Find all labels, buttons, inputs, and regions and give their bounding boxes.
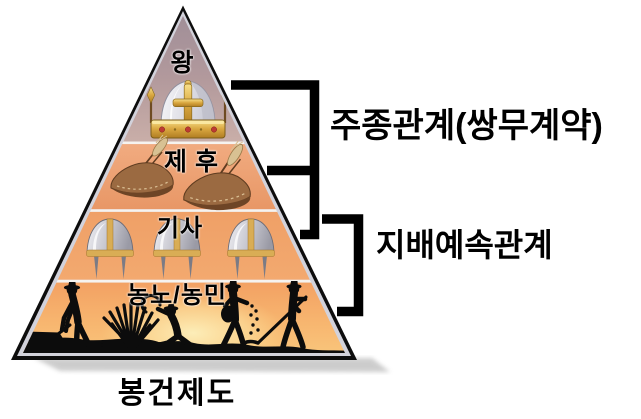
pyramid-bands <box>23 16 345 353</box>
knights-level-label: 기사 <box>156 215 204 242</box>
serfs-level-label: 농노/농민 <box>127 282 227 309</box>
farmer-plowing-silhouette <box>59 282 93 351</box>
knight-helmet-icon-1 <box>86 218 134 279</box>
lord-vassal-bracket <box>231 80 320 240</box>
lords-level-label: 제후 <box>163 148 226 176</box>
pyramid-shadow <box>34 358 390 372</box>
farmer-mowing-silhouette <box>242 281 308 350</box>
farmer-reaping-silhouette <box>140 294 195 349</box>
knight-helmet-icon-2 <box>153 218 201 279</box>
peasants-icon <box>23 281 345 353</box>
king-level-label: 왕 <box>170 49 194 77</box>
wheat-sheaf-silhouette <box>100 301 162 352</box>
band-divider <box>23 209 345 212</box>
lord-hat-icon-left <box>110 134 174 198</box>
lord-hat-icon-right <box>183 140 251 211</box>
relation-label-domination: 지배예속관계 <box>376 227 553 263</box>
band-divider <box>23 279 345 283</box>
band-divider <box>23 141 345 145</box>
diagram-title: 봉건제도 <box>117 377 237 410</box>
relation-label-lord-vassal: 주종관계(쌍무계약) <box>330 107 603 145</box>
lords-band <box>23 144 345 210</box>
knight-helmet-icon-3 <box>227 218 275 279</box>
ground-silhouette <box>23 337 345 353</box>
domination-bracket <box>322 214 364 317</box>
farmer-sowing-silhouette <box>220 281 260 350</box>
